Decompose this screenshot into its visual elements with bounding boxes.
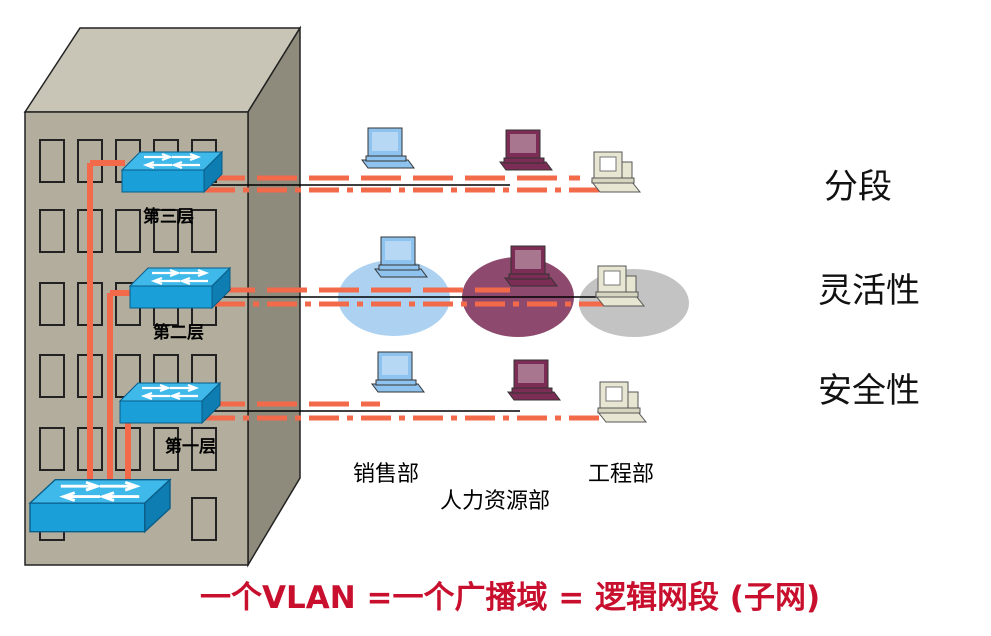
switch-icon [118, 381, 222, 425]
computer-icon [597, 381, 647, 423]
floor-label-3: 第三层 [143, 206, 194, 227]
floor-label-2: 第二层 [153, 322, 204, 343]
feature-flexibility: 灵活性 [818, 271, 920, 311]
computer-icon [371, 351, 425, 393]
floor-3-links [205, 175, 600, 193]
dept-label-eng: 工程部 [588, 462, 654, 487]
vlan-sales-area [338, 260, 450, 336]
dept-label-hr: 人力资源部 [440, 489, 550, 514]
floor-2-links [215, 287, 610, 307]
computer-icon [507, 359, 561, 401]
caption: 一个VLAN =一个广播域 = 逻辑网段 (子网) [200, 580, 820, 616]
feature-segmentation: 分段 [824, 167, 892, 207]
computer-icon [374, 236, 428, 278]
switch-icon [128, 266, 232, 310]
computer-icon [361, 127, 415, 169]
floor-label-1: 第一层 [165, 436, 216, 457]
floor-1-links [205, 401, 600, 421]
computer-icon [499, 129, 553, 171]
switch-icon [120, 150, 224, 194]
feature-security: 安全性 [818, 371, 920, 411]
switch-icon [28, 478, 172, 534]
computer-icon [591, 151, 641, 193]
dept-label-sales: 销售部 [353, 462, 419, 487]
